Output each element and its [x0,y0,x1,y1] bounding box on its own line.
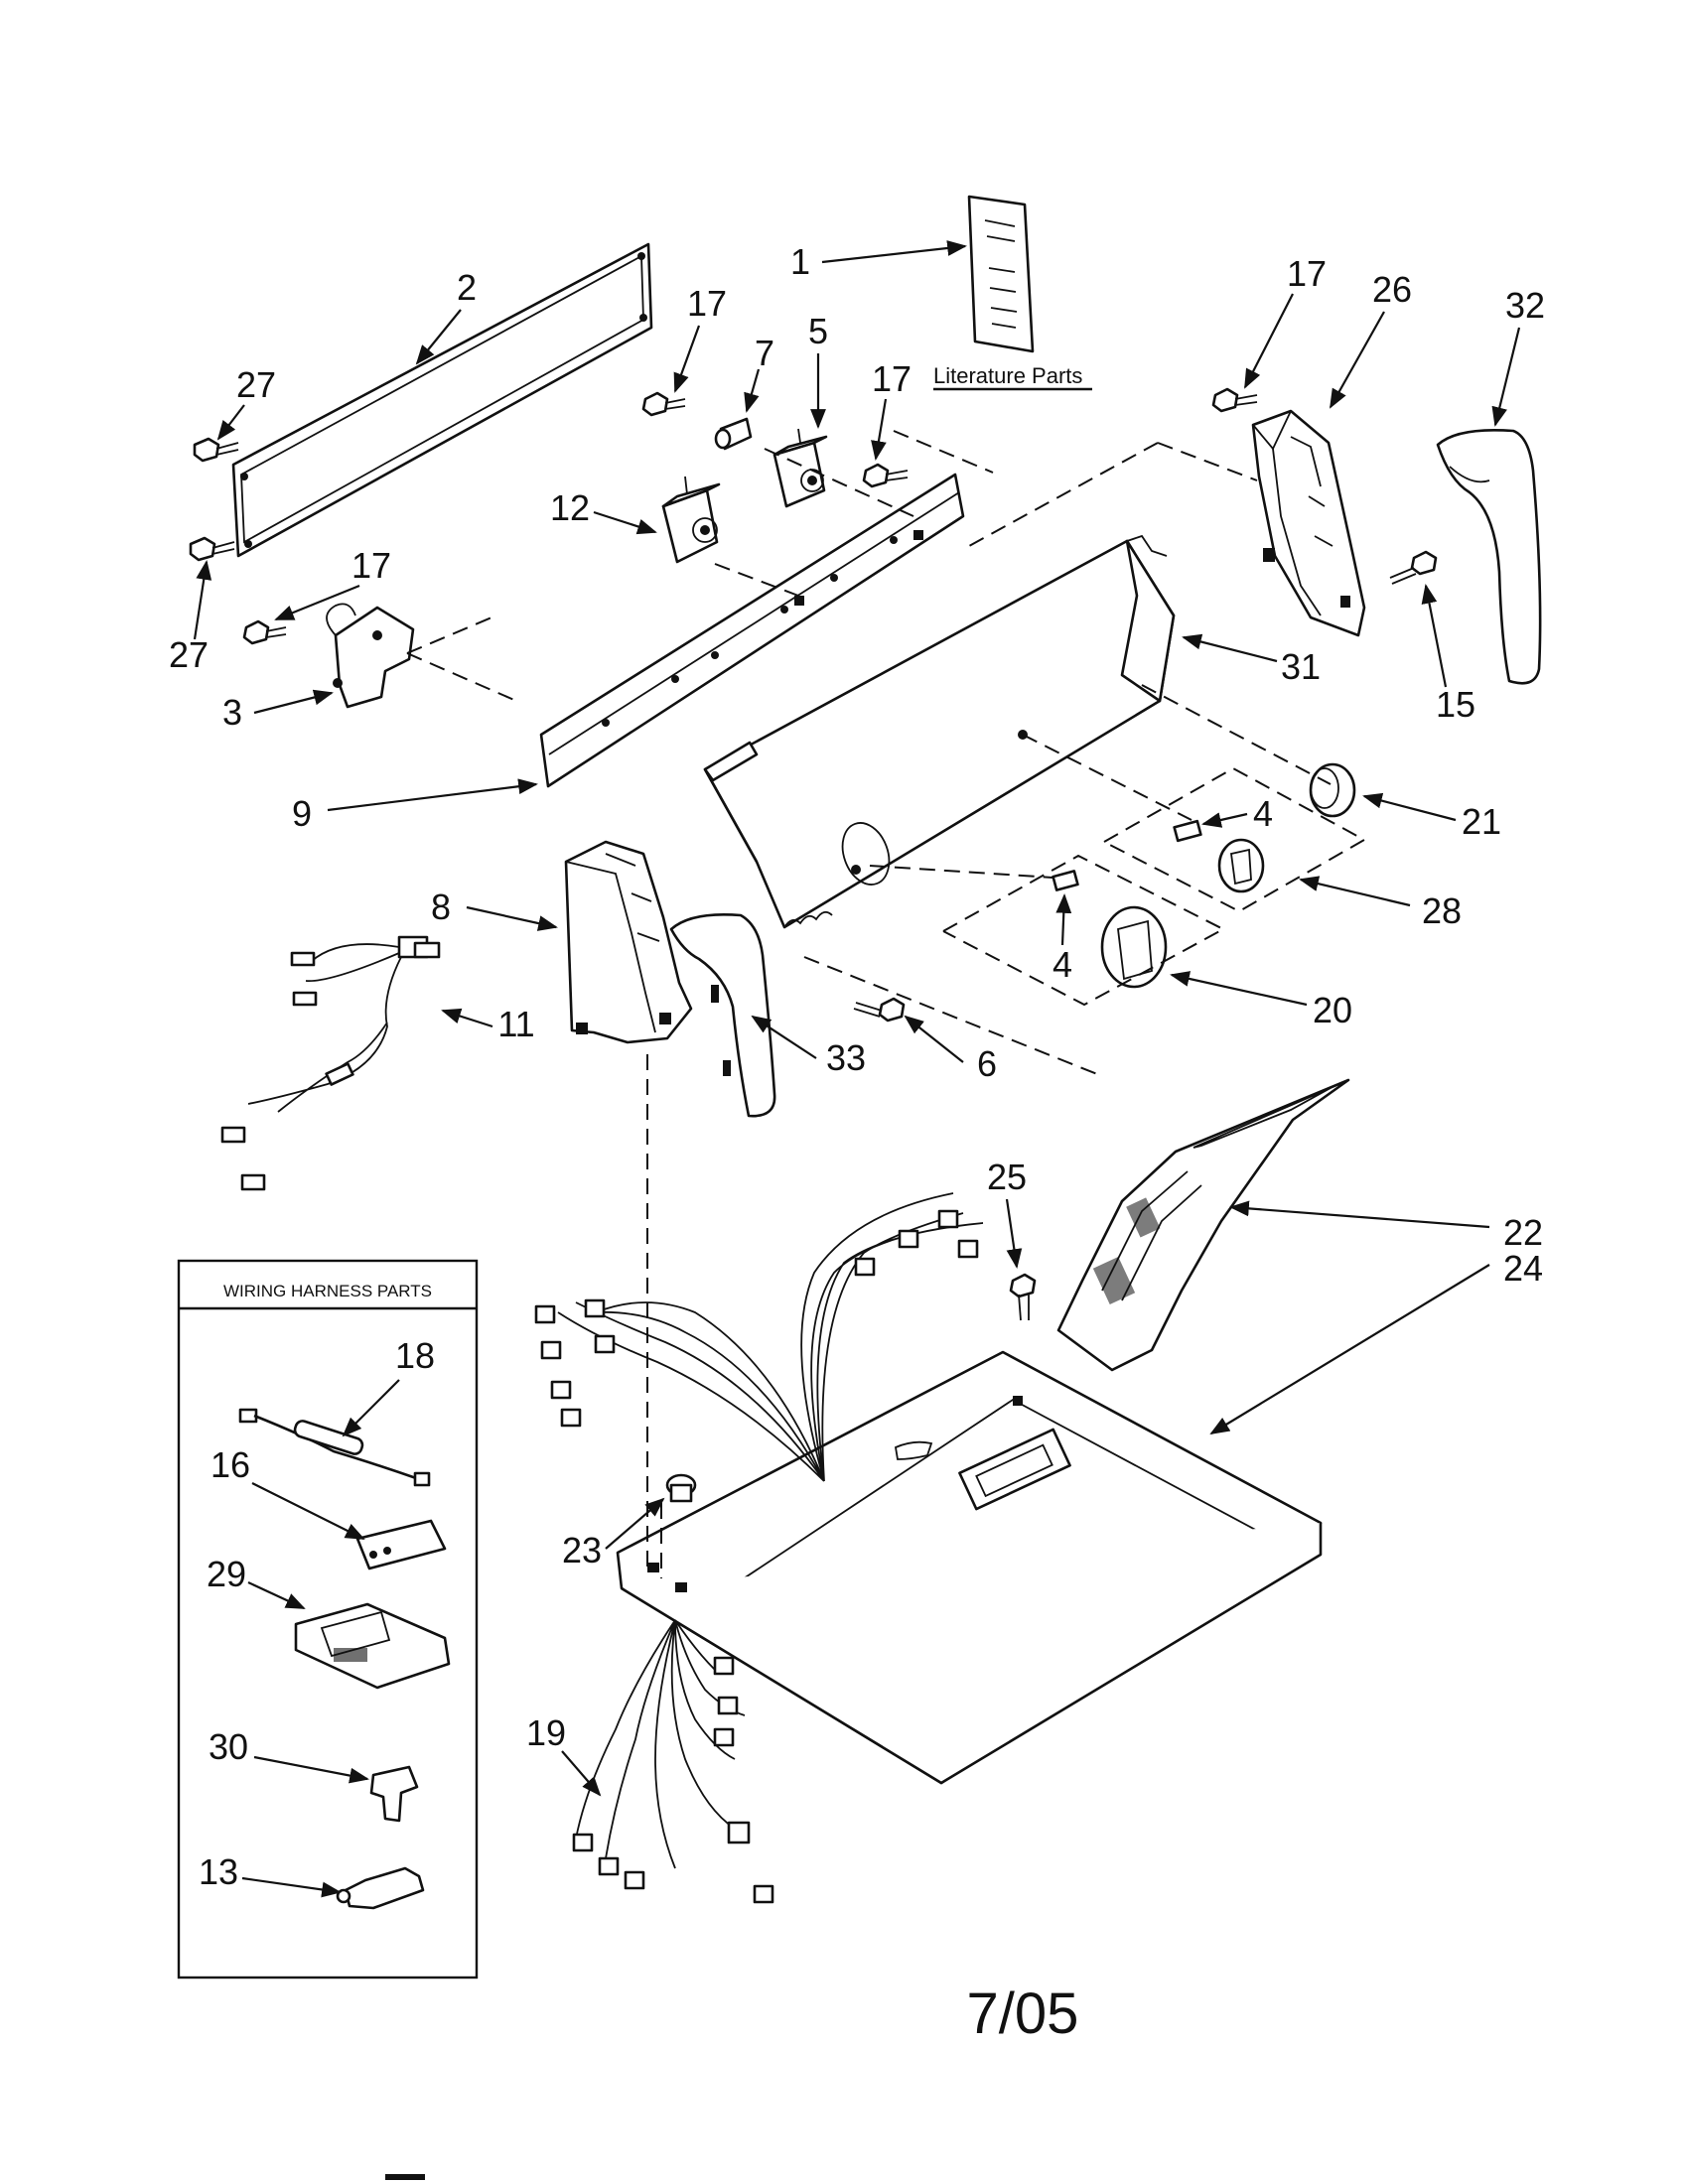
callout-33: 33 [826,1037,866,1078]
callout-17-b: 17 [872,358,912,399]
knob-part-21 [1309,762,1356,818]
callout-9: 9 [292,793,312,834]
control-bracket-part-9 [539,473,965,788]
screw-part-25 [1009,1273,1037,1321]
pin-part-4-lower [1052,870,1079,891]
callout-1: 1 [790,241,810,282]
literature-parts-caption: Literature Parts [933,363,1082,388]
harness-box-title: WIRING HARNESS PARTS [223,1282,432,1300]
screw-part-27-lower [189,536,235,562]
callout-labels: 1 2 27 27 17 7 5 17 12 17 3 9 17 26 32 3… [169,241,1545,1892]
clip-part-30 [369,1765,419,1823]
wiring-harness-parts-box: WIRING HARNESS PARTS [177,1259,479,1979]
terminal-block-part-29 [294,1602,451,1690]
callout-4-lower: 4 [1052,944,1072,985]
callout-30: 30 [209,1726,248,1767]
callout-22: 22 [1503,1212,1543,1253]
main-wiring-bundle-upper [534,1192,984,1482]
end-cap-part-8 [564,840,693,1044]
callout-4-upper: 4 [1253,793,1273,834]
knob-part-28 [1217,838,1265,893]
revision-date: 7/05 [967,1981,1079,2046]
callout-3: 3 [222,692,242,733]
callout-31: 31 [1281,646,1321,687]
callout-11: 11 [497,1004,534,1044]
switch-part-12 [661,476,721,564]
clip-part-7 [714,417,753,451]
callout-21: 21 [1462,801,1501,842]
callout-17-d: 17 [1287,253,1327,294]
console-endcap [1120,539,1176,703]
callout-7: 7 [755,333,774,373]
wire-harness-part-11 [220,935,441,1191]
callout-13: 13 [199,1851,238,1892]
knob-part-20 [1100,905,1168,989]
end-cap-part-26 [1251,409,1366,637]
callout-6: 6 [977,1043,997,1084]
callout-2: 2 [457,267,477,308]
top-frame-part-24 [616,1350,1323,1785]
callout-32: 32 [1505,285,1545,326]
leader-arrows [193,240,1521,1898]
callout-17-c: 17 [351,545,391,586]
screw-part-27-upper [193,437,239,463]
pin-part-4-upper [1173,819,1202,843]
rear-panel-part-2 [231,242,653,558]
callout-25: 25 [987,1157,1027,1197]
callout-12: 12 [550,487,590,528]
screw-part-17-a [641,391,686,417]
screw-part-17-d [1211,387,1258,413]
screw-part-15 [1389,550,1438,585]
callout-27-upper: 27 [236,364,276,405]
callout-17-a: 17 [687,283,727,324]
callout-28: 28 [1422,890,1462,931]
callout-26: 26 [1372,269,1412,310]
callout-29: 29 [207,1554,246,1594]
knob-group-20-outline [942,854,1226,1007]
resistor-part-18 [238,1408,431,1487]
callout-16: 16 [210,1444,250,1485]
callout-20: 20 [1313,990,1352,1030]
connector-part-16 [355,1519,447,1570]
callout-23: 23 [562,1530,602,1570]
callout-8: 8 [431,887,451,927]
thermostat-part-3 [326,603,415,709]
literature-booklet-part-1: Literature Parts [933,195,1092,391]
terminal-part-13 [336,1866,425,1910]
trim-part-32 [1436,428,1542,685]
callout-24: 24 [1503,1248,1543,1289]
main-wiring-bundle-part-19 [572,1619,774,1904]
switch-part-5 [772,428,828,508]
callout-15: 15 [1436,684,1475,725]
screw-part-17-b [862,463,909,488]
callout-18: 18 [395,1335,435,1376]
plug-part-23 [665,1473,697,1503]
lint-chute-part-22 [1056,1078,1350,1372]
callout-5: 5 [808,311,828,351]
trim-part-33 [669,913,776,1118]
callout-19: 19 [526,1712,566,1753]
screw-part-17-c [242,619,287,645]
dashed-alignment-lines [406,430,1332,1578]
callout-27-lower: 27 [169,634,209,675]
screw-part-6 [853,997,906,1023]
page-edge-mark [385,2174,425,2180]
